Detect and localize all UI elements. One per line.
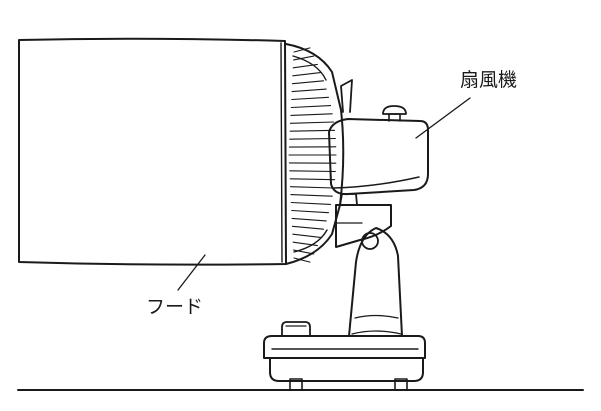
guard-wire (293, 234, 321, 237)
guard-wire (290, 130, 334, 131)
guard-wire (291, 187, 334, 188)
hood (19, 39, 286, 265)
guard-wire (290, 139, 336, 140)
fan-guard (286, 44, 352, 264)
fan-leader-line (416, 98, 470, 138)
guard-wire (292, 97, 329, 99)
hood-label: フード (146, 296, 203, 318)
hood-leader-line (178, 255, 205, 290)
guard-wire (290, 179, 334, 180)
fan-stand (336, 194, 402, 336)
guard-wire (293, 81, 324, 84)
guard-wire (292, 211, 329, 213)
guard-wire (290, 171, 336, 172)
guard-wire (292, 89, 326, 92)
fan-label: 扇風機 (460, 69, 517, 91)
guard-wire (293, 73, 321, 76)
guard-wire (291, 203, 330, 205)
guard-wire (292, 218, 326, 221)
guard-wire (293, 226, 324, 229)
guard-wire (291, 122, 334, 123)
guard-wire (291, 195, 332, 197)
guard-wire-group (289, 48, 336, 262)
guard-wire (291, 106, 330, 108)
guard-wire (291, 114, 332, 116)
